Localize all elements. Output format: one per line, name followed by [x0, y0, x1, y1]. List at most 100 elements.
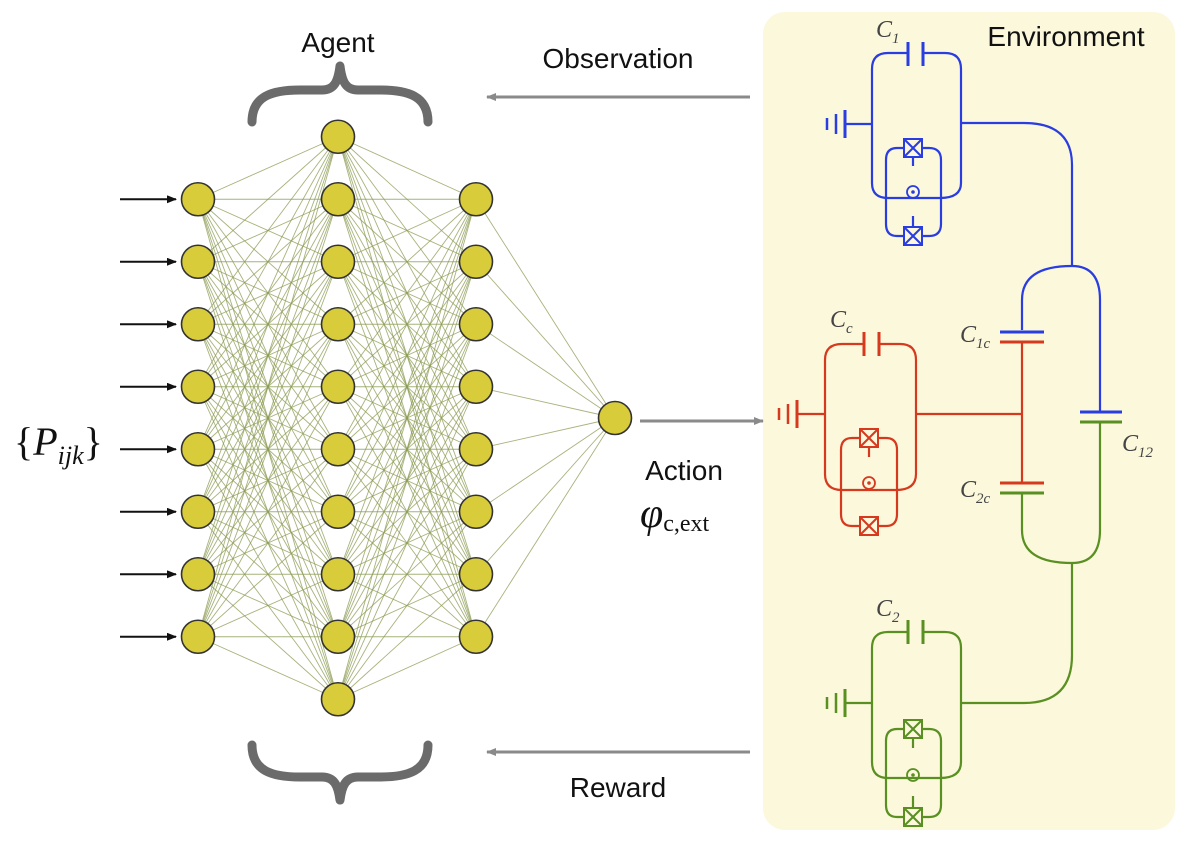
network-edge: [197, 136, 339, 387]
qubit2-circuit: [825, 422, 1102, 819]
network-edge: [337, 198, 477, 263]
input-arrows: [120, 195, 177, 641]
network-edge: [197, 136, 339, 637]
hidden-node: [320, 181, 356, 217]
capacitor-c1c: [1000, 330, 1044, 344]
network-edge: [197, 511, 339, 638]
hidden-node: [458, 244, 494, 280]
hidden-node: [458, 369, 494, 405]
svg-text:φc,ext: φc,ext: [640, 491, 710, 537]
network-edge: [197, 136, 339, 325]
qubit1-circuit: [825, 42, 1102, 412]
label-c12: C12: [1122, 431, 1154, 461]
hidden-node: [320, 431, 356, 467]
qubit2-junction-bottom: [903, 807, 923, 827]
network-edge: [197, 136, 339, 200]
coupler-junction-bottom: [859, 516, 879, 536]
input-node: [180, 494, 216, 530]
action-label: Action: [645, 455, 723, 486]
network-edge: [337, 261, 477, 700]
network-edge: [337, 573, 477, 700]
hidden-node: [320, 244, 356, 280]
network-edge: [197, 324, 339, 637]
network-edge: [337, 199, 477, 512]
network-edge: [197, 136, 339, 450]
agent-label: Agent: [301, 27, 374, 58]
network-edge: [197, 136, 339, 263]
coupler-circuit: [777, 332, 1024, 528]
input-node: [180, 306, 216, 342]
agent-top-brace: [247, 61, 433, 127]
coupler-junction-top: [859, 428, 879, 448]
environment-label: Environment: [987, 21, 1144, 52]
hidden-node: [458, 619, 494, 655]
qubit2-flux-dot: [906, 768, 920, 782]
network-edge: [337, 511, 477, 700]
qubit1-junction-top: [903, 138, 923, 158]
input-node: [180, 369, 216, 405]
network-edge: [475, 323, 616, 419]
input-node: [180, 181, 216, 217]
network-edge: [337, 449, 477, 700]
network-edge: [337, 324, 477, 700]
input-node: [180, 431, 216, 467]
label-c2: C2: [876, 596, 900, 626]
network-edges: [197, 136, 616, 700]
hidden-node: [458, 431, 494, 467]
input-node: [180, 244, 216, 280]
network-edge: [475, 261, 616, 419]
network-edge: [475, 417, 616, 637]
input-node: [180, 619, 216, 655]
svg-text:{Pijk}: {Pijk}: [14, 419, 103, 470]
network-edge: [197, 386, 339, 637]
hidden-node: [320, 306, 356, 342]
hidden-node: [320, 619, 356, 655]
qubit1-flux-dot: [906, 185, 920, 199]
network-nodes: [180, 119, 633, 717]
output-node: [597, 400, 633, 436]
hidden-node: [458, 494, 494, 530]
network-edge: [337, 198, 477, 388]
label-c2c: C2c: [960, 477, 991, 507]
label-c1c: C1c: [960, 322, 991, 352]
network-edge: [337, 199, 477, 450]
network-edge: [337, 199, 477, 700]
hidden-node: [320, 369, 356, 405]
network-edge: [337, 386, 477, 700]
observation-label: Observation: [543, 43, 694, 74]
hidden-node: [320, 119, 356, 155]
network-edge: [197, 573, 339, 638]
reward-label: Reward: [570, 772, 666, 803]
input-label: {Pijk}: [14, 419, 103, 470]
network-edge: [197, 199, 339, 637]
network-edge: [197, 261, 339, 637]
network-edge: [197, 448, 339, 638]
agent-bottom-brace: [247, 740, 433, 805]
action-symbol: φc,ext: [640, 491, 710, 537]
network-edge: [197, 636, 339, 700]
network-edge: [337, 199, 477, 637]
qubit1-junction-bottom: [903, 226, 923, 246]
qubit2-junction-top: [903, 719, 923, 739]
network-edge: [337, 136, 477, 200]
hidden-node: [320, 556, 356, 592]
network-edge: [197, 136, 339, 512]
hidden-node: [458, 181, 494, 217]
network-edge: [197, 136, 339, 575]
label-c1: C1: [876, 17, 900, 47]
hidden-node: [458, 306, 494, 342]
network-edge: [475, 417, 616, 575]
network-edge: [337, 198, 477, 325]
network-edge: [475, 386, 616, 419]
hidden-node: [320, 681, 356, 717]
network-edge: [475, 417, 616, 450]
network-edge: [475, 199, 616, 419]
network-edge: [337, 199, 477, 575]
label-cc: Cc: [830, 307, 853, 337]
network-edge: [475, 417, 616, 513]
network-edge: [337, 636, 477, 700]
coupler-flux-dot: [862, 476, 876, 490]
input-node: [180, 556, 216, 592]
hidden-node: [320, 494, 356, 530]
